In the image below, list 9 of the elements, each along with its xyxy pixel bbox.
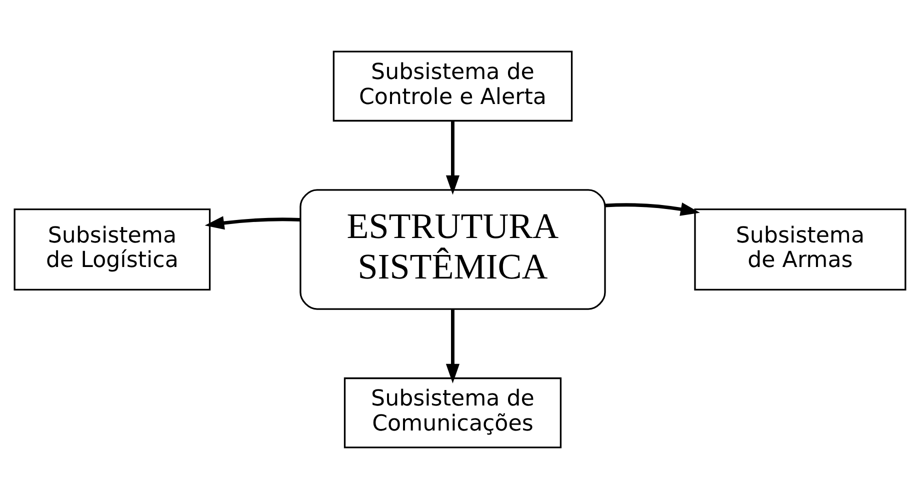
arrow (446, 120, 460, 194)
node-box: Subsistema de Logística (14, 208, 211, 290)
node-box: Subsistema de Comunicações (344, 376, 562, 448)
arrow (204, 216, 300, 230)
arrow (605, 202, 700, 216)
node-box: ESTRUTURA SISTÊMICA (300, 188, 606, 310)
arrow (446, 308, 460, 383)
node-box: Subsistema de Controle e Alerta (332, 50, 573, 122)
node-box: Subsistema de Armas (694, 208, 906, 290)
